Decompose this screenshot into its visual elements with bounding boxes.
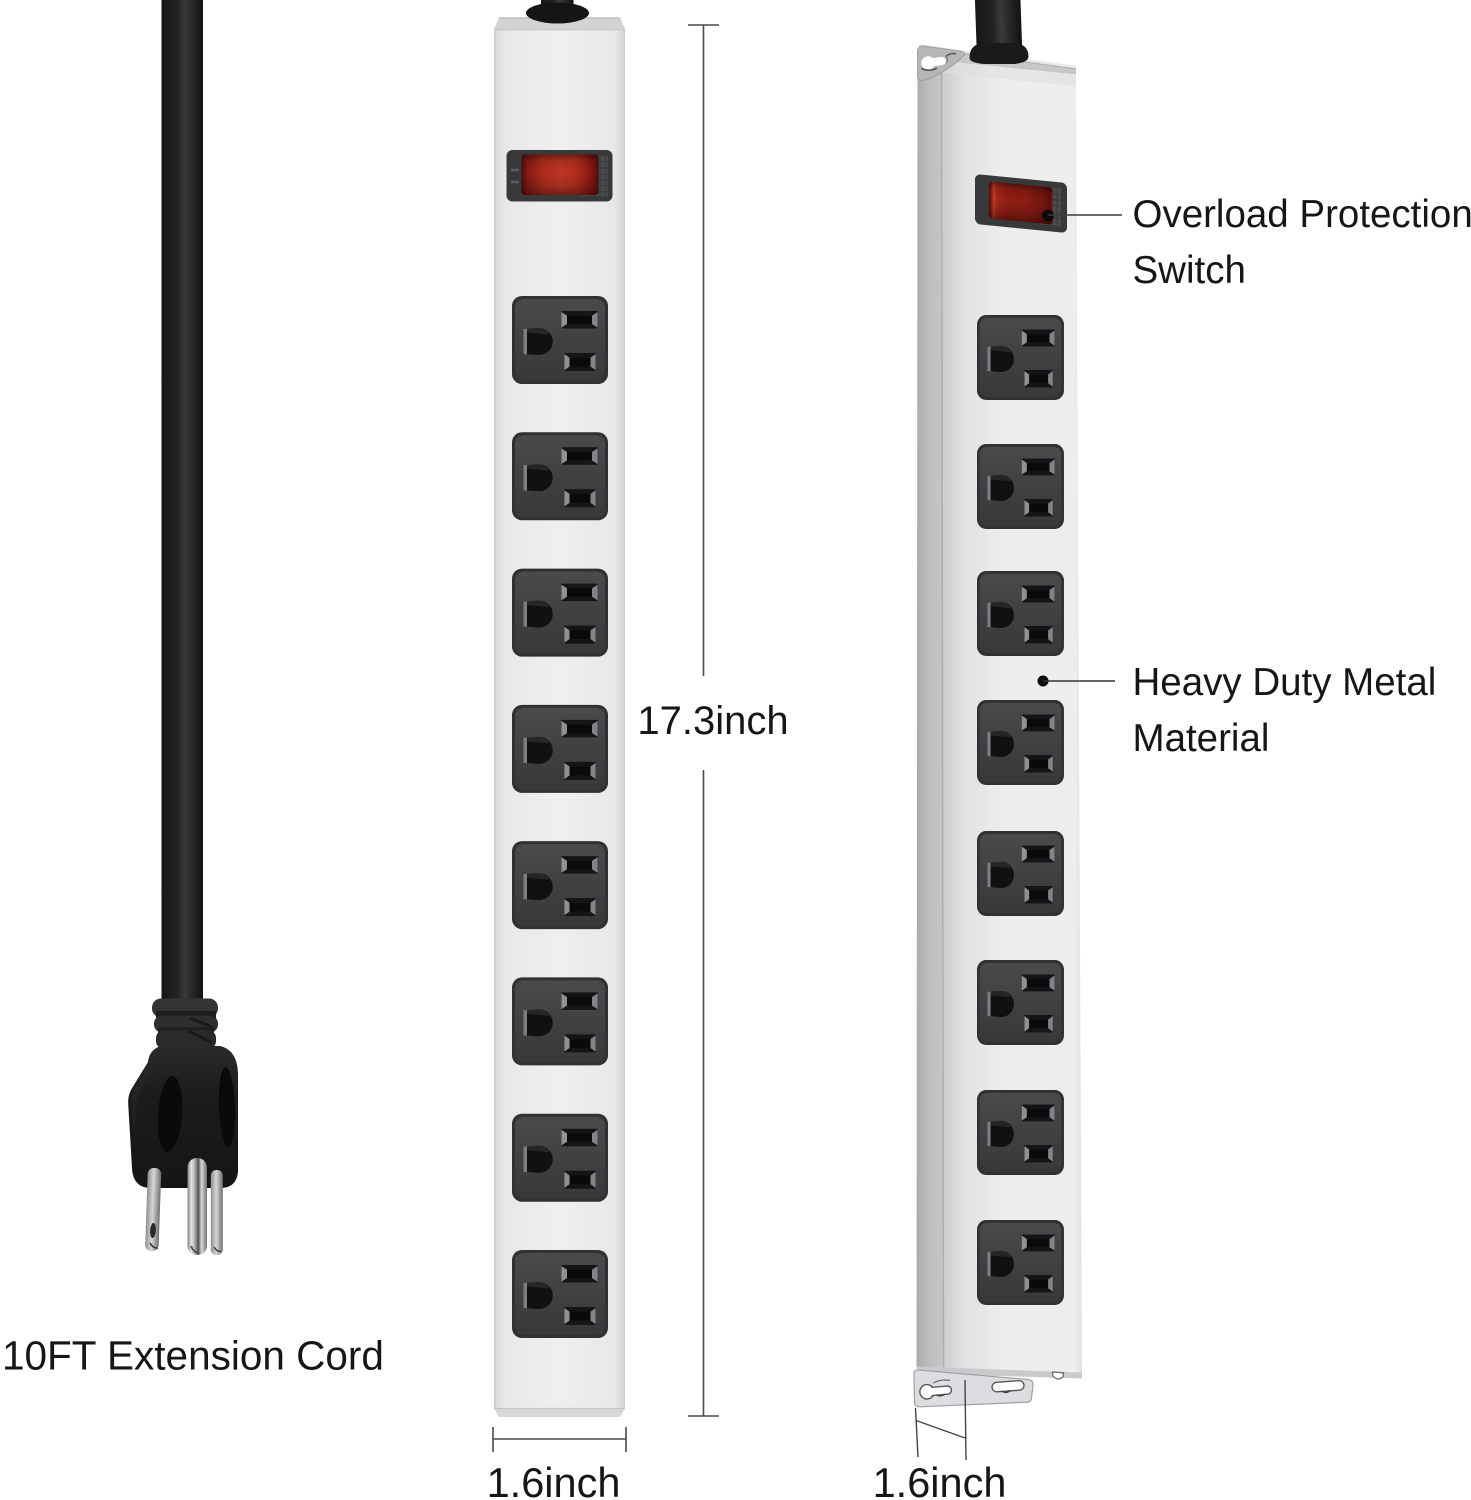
svg-text:10FT Extension Cord: 10FT Extension Cord (2, 1333, 384, 1379)
svg-text:1.6inch: 1.6inch (487, 1459, 621, 1500)
svg-text:Material: Material (1133, 717, 1270, 760)
svg-text:1.6inch: 1.6inch (873, 1459, 1007, 1500)
svg-text:Overload Protection: Overload Protection (1133, 193, 1471, 236)
svg-text:17.3inch: 17.3inch (637, 699, 788, 743)
svg-text:Switch: Switch (1133, 249, 1246, 292)
svg-text:Heavy Duty Metal: Heavy Duty Metal (1133, 661, 1437, 704)
